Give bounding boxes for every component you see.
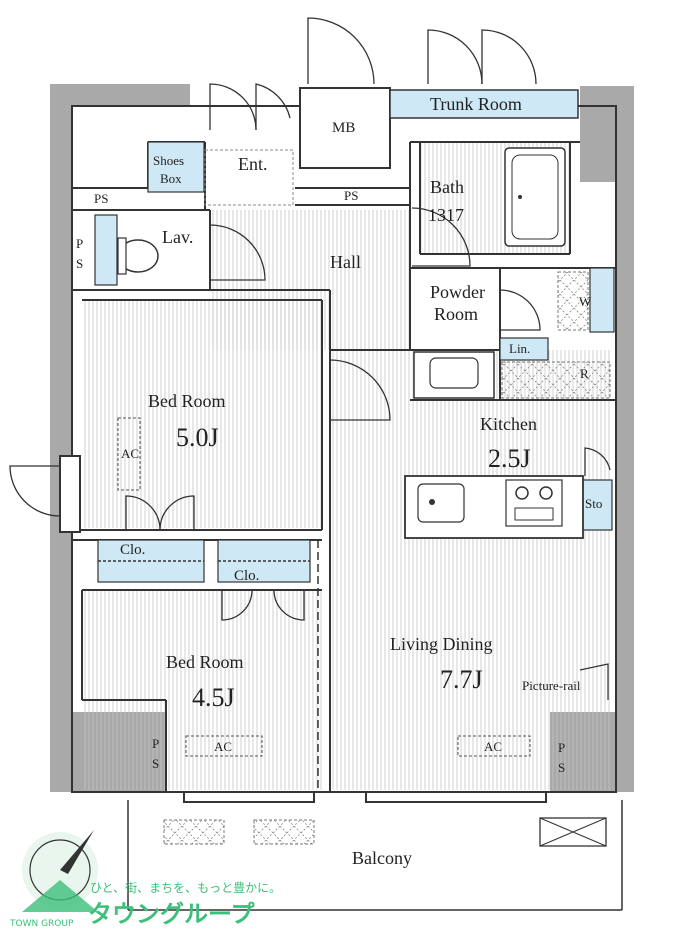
brand-logo-sub: TOWN GROUP <box>9 919 74 929</box>
label-bedroom2-size: 4.5J <box>192 683 235 712</box>
kitchen-counter <box>404 475 584 539</box>
bathtub <box>504 147 566 247</box>
label-ac-bed2: AC <box>214 739 232 754</box>
label-closet1: Clo. <box>120 542 145 558</box>
label-mb: MB <box>332 120 355 136</box>
ac-markers <box>117 417 531 757</box>
label-ps-living-2: S <box>558 760 565 775</box>
label-bedroom1-size: 5.0J <box>176 423 219 452</box>
trunk-room <box>389 89 579 119</box>
interior-walls <box>71 105 617 793</box>
label-washer: W <box>579 294 592 309</box>
picture-rail-mark <box>579 663 609 700</box>
label-ps-top-left: PS <box>94 191 108 206</box>
window-frames <box>59 455 547 803</box>
entrance-step <box>204 149 294 206</box>
label-kitchen: Kitchen <box>480 414 537 434</box>
label-storage: Sto <box>585 496 602 511</box>
powder-room-sink <box>413 351 495 399</box>
label-bedroom1: Bed Room <box>148 391 226 411</box>
room-labels: Trunk Room MB Shoes Box Ent. PS PS P S L… <box>76 94 602 868</box>
label-trunk-room: Trunk Room <box>430 94 522 114</box>
label-picture-rail: Picture-rail <box>522 678 581 693</box>
label-ps-bed2-1: P <box>152 736 159 751</box>
label-lavatory: Lav. <box>162 227 193 247</box>
label-refrigerator: R <box>580 366 589 381</box>
label-bath: Bath <box>430 177 464 197</box>
label-balcony: Balcony <box>352 848 412 868</box>
label-shoes-box-1: Shoes <box>153 153 184 168</box>
brand-tagline: ひと、街、まちを、もっと豊かに。 <box>90 881 281 895</box>
label-shoes-box-2: Box <box>160 171 182 186</box>
label-ps-bed2-2: S <box>152 756 159 771</box>
label-ps-lav-1: P <box>76 236 83 251</box>
label-ps-lav-2: S <box>76 256 83 271</box>
label-living-dining: Living Dining <box>390 634 493 654</box>
label-ps-hall: PS <box>344 188 358 203</box>
door-swings <box>9 17 611 621</box>
label-ps-living-1: P <box>558 740 565 755</box>
label-linen: Lin. <box>509 341 530 356</box>
label-bedroom2: Bed Room <box>166 652 244 672</box>
balcony <box>127 800 623 911</box>
label-living-dining-size: 7.7J <box>440 665 483 694</box>
label-hall: Hall <box>330 252 361 272</box>
label-powder-room-1: Powder <box>430 282 485 302</box>
label-ac-bed1: AC <box>121 446 139 461</box>
toilet <box>117 237 159 275</box>
compass-logo <box>22 830 98 912</box>
label-powder-room-2: Room <box>434 304 478 324</box>
brand-company-name: タウングループ <box>88 900 256 928</box>
appliance-spaces <box>501 271 611 399</box>
mb-closet <box>299 87 391 169</box>
label-ac-living: AC <box>484 739 502 754</box>
label-bath-size: 1317 <box>428 205 464 225</box>
label-kitchen-size: 2.5J <box>488 444 531 473</box>
label-closet2: Clo. <box>234 568 259 584</box>
label-entrance: Ent. <box>238 154 268 174</box>
